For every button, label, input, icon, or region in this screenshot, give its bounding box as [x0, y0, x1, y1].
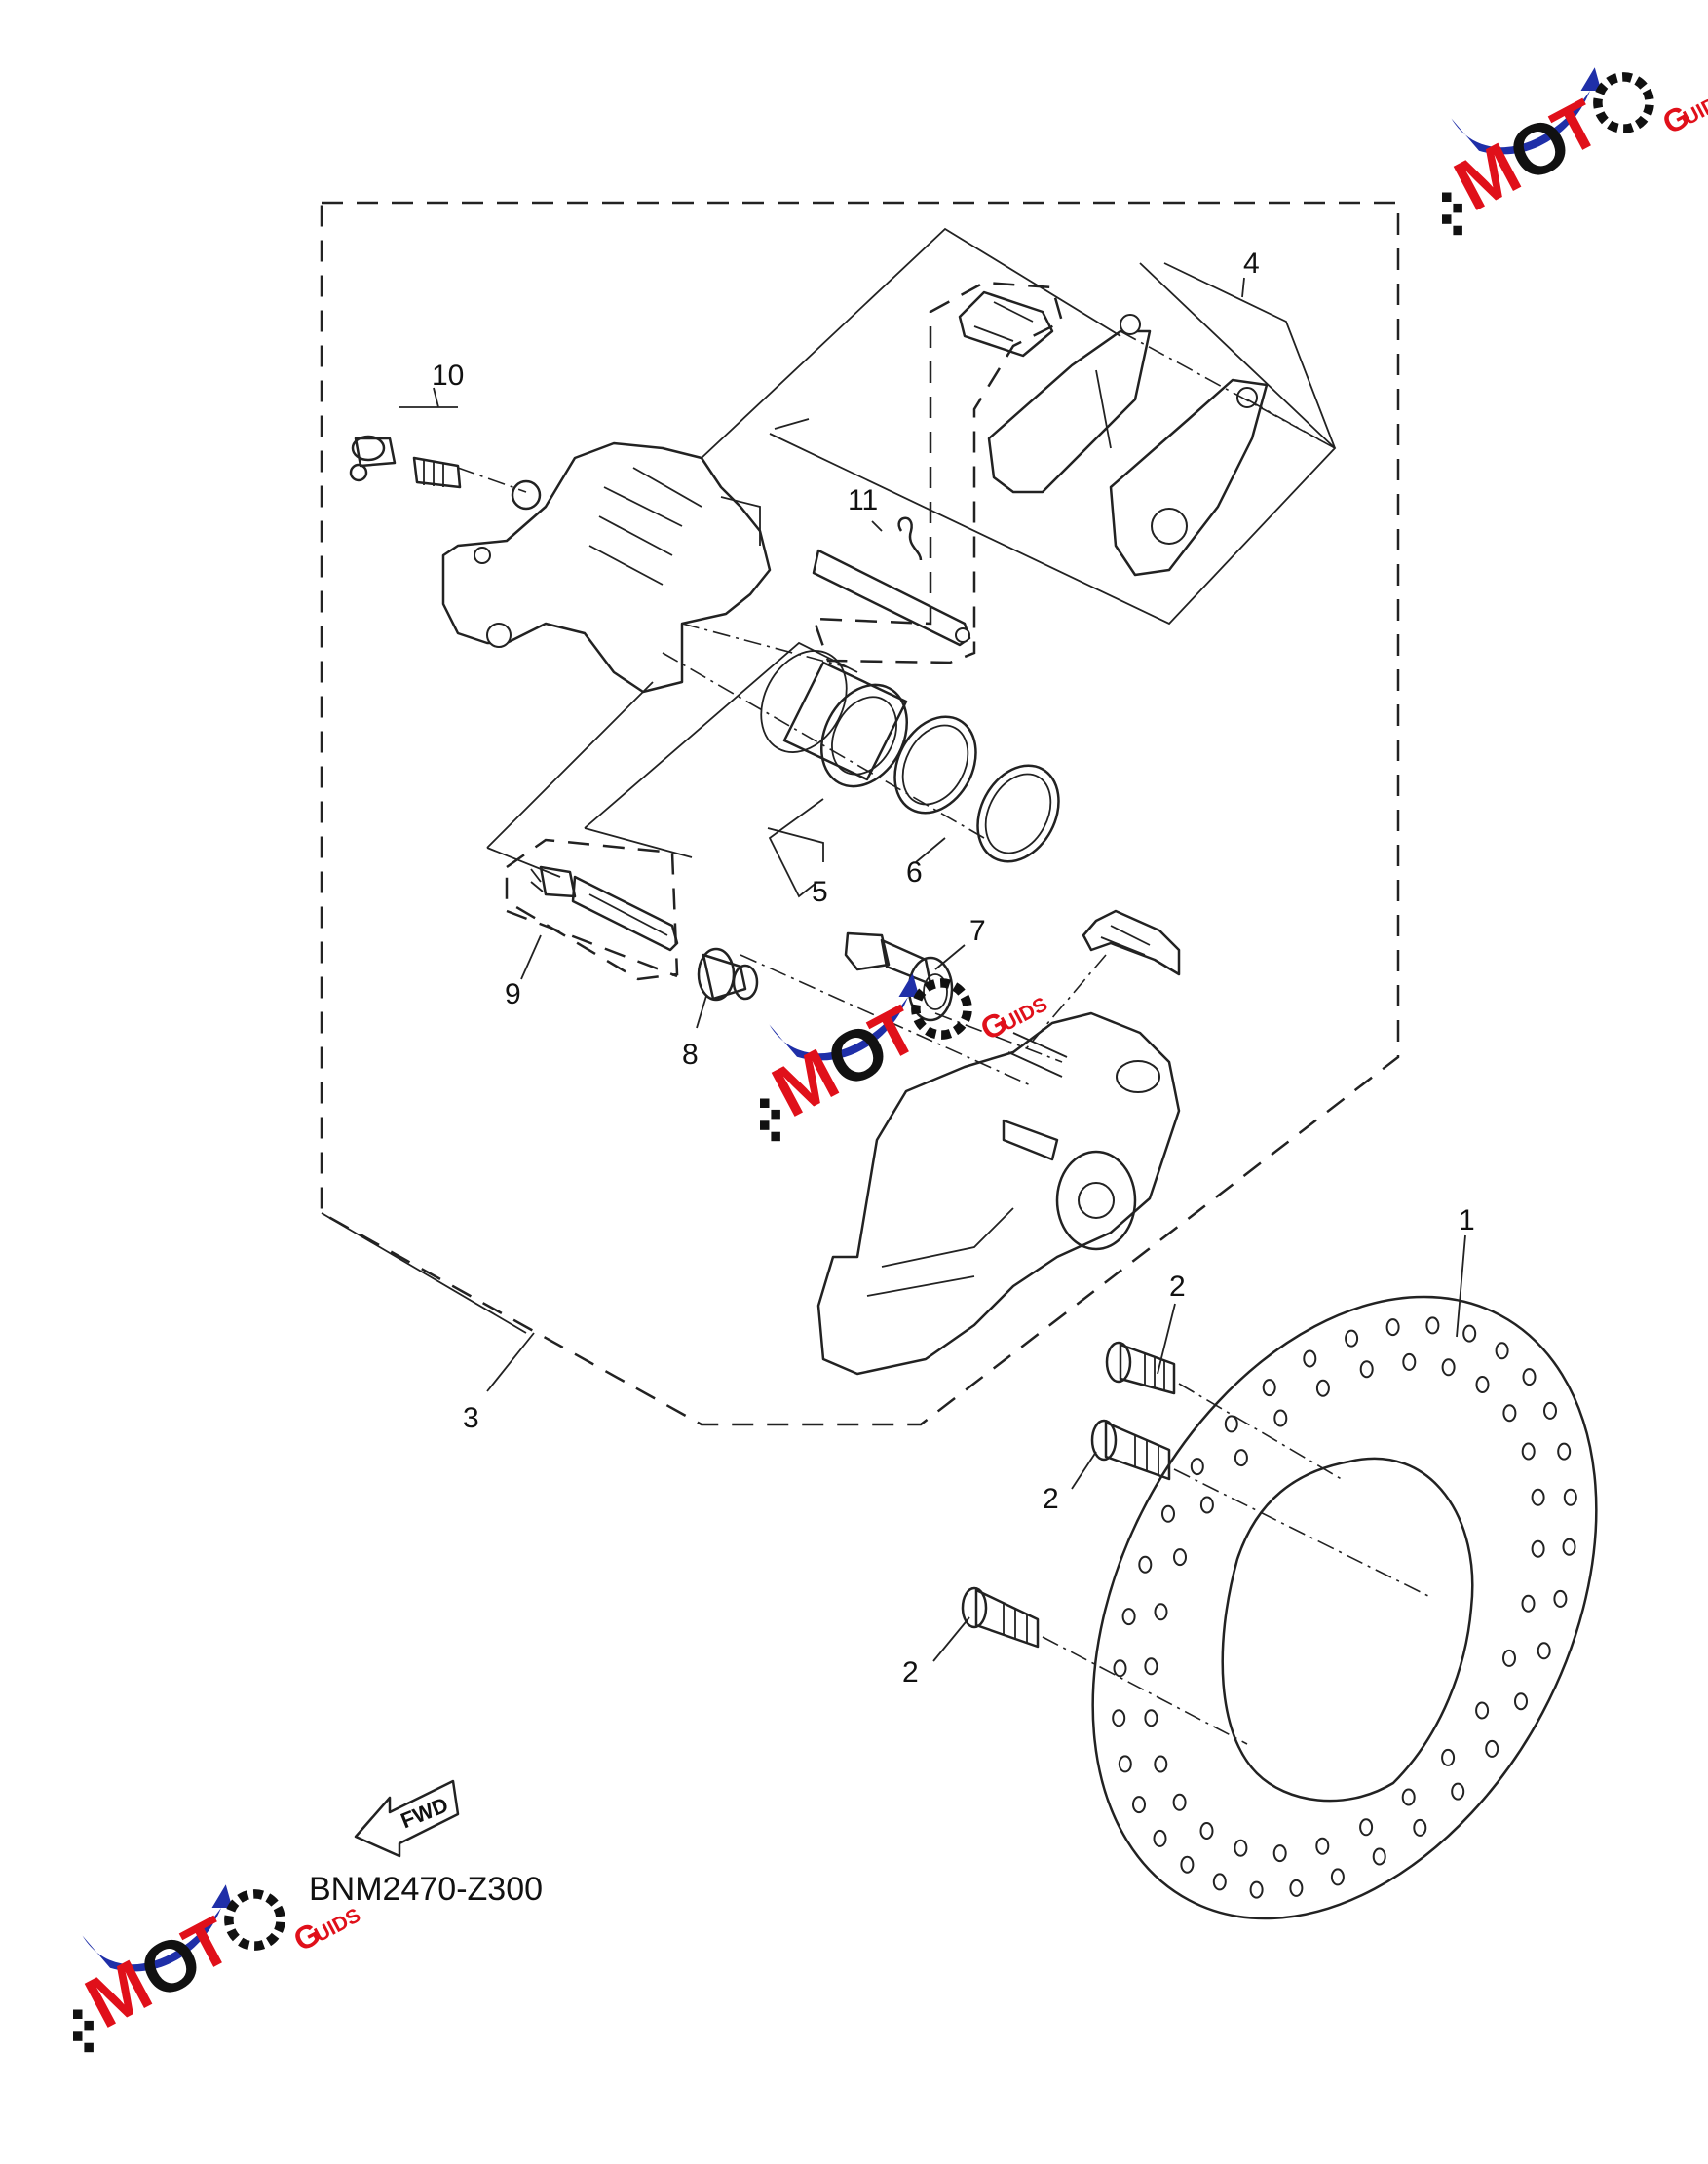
callout-6: 6	[906, 856, 923, 889]
disc-hole	[1190, 1458, 1204, 1476]
callout-2-middle: 2	[1043, 1483, 1059, 1515]
disc-hole	[1138, 1555, 1153, 1574]
disc-hole	[1113, 1659, 1127, 1678]
disc-hole	[1475, 1376, 1490, 1393]
disc-hole	[1537, 1642, 1551, 1660]
disc-hole	[1199, 1496, 1214, 1514]
pin-boot	[697, 947, 759, 1002]
disc-hole	[1121, 1608, 1136, 1626]
disc-hole	[1521, 1594, 1536, 1613]
callout-4: 4	[1243, 247, 1260, 280]
disc-hole	[1144, 1657, 1158, 1676]
disc-hole	[1262, 1379, 1276, 1397]
piston-seals	[893, 715, 1060, 863]
brake-disc	[1091, 1295, 1598, 1920]
disc-hole	[1172, 1793, 1187, 1811]
caliper-assembly-boundary	[320, 201, 1400, 1426]
disc-hole	[1553, 1589, 1568, 1608]
disc-hole	[1180, 1855, 1195, 1874]
disc-hole	[1451, 1782, 1465, 1801]
disc-hole	[1441, 1358, 1456, 1377]
brake-pads	[987, 314, 1269, 577]
disc-hole	[1249, 1880, 1264, 1899]
disc-hole	[1112, 1709, 1126, 1727]
disc-hole	[1557, 1442, 1572, 1461]
disc-hole	[1413, 1818, 1427, 1837]
part-code: BNM2470-Z300	[309, 1871, 543, 1908]
disc-hole	[1514, 1692, 1528, 1711]
disc-bolt-lower	[961, 1586, 1040, 1649]
disc-hole	[1234, 1839, 1248, 1857]
disc-hole	[1154, 1603, 1168, 1621]
disc-hole	[1522, 1368, 1537, 1386]
disc-hole	[1224, 1415, 1238, 1433]
bracket-spring-clip	[1082, 909, 1181, 976]
disc-hole	[1315, 1837, 1330, 1855]
callout-5: 5	[812, 876, 828, 908]
disc-hole	[1502, 1649, 1516, 1667]
disc-hole	[1401, 1788, 1416, 1806]
callout-9: 9	[505, 978, 521, 1010]
disc-hole	[1425, 1316, 1440, 1335]
disc-hole	[1441, 1748, 1456, 1766]
callout-3: 3	[463, 1402, 479, 1434]
disc-hole	[1372, 1847, 1386, 1866]
disc-hole	[1289, 1879, 1304, 1897]
disc-hole	[1161, 1504, 1175, 1523]
disc-hole	[1562, 1538, 1576, 1556]
disc-hole	[1212, 1873, 1227, 1891]
disc-hole	[1144, 1709, 1158, 1727]
disc-hole	[1330, 1868, 1345, 1886]
disc-hole	[1531, 1539, 1545, 1558]
callout-2-lower: 2	[902, 1656, 919, 1689]
disc-hole	[1132, 1796, 1146, 1814]
disc-hole	[1521, 1442, 1536, 1461]
disc-hole	[1485, 1739, 1499, 1758]
disc-hole	[1531, 1488, 1545, 1506]
disc-hole	[1385, 1318, 1400, 1337]
caliper-body	[441, 441, 772, 694]
disc-hole	[1118, 1755, 1132, 1773]
disc-hole	[1502, 1404, 1517, 1423]
disc-hole	[1272, 1844, 1287, 1863]
disc-hole	[1154, 1755, 1168, 1773]
disc-hole	[1153, 1829, 1167, 1847]
disc-hole	[1315, 1379, 1330, 1397]
callout-7: 7	[969, 915, 986, 947]
disc-hole	[1199, 1822, 1214, 1840]
pad-pin	[812, 516, 971, 647]
callout-1: 1	[1459, 1204, 1475, 1236]
callout-10: 10	[432, 360, 464, 392]
callout-2-upper: 2	[1169, 1271, 1186, 1303]
disc-hole	[1359, 1360, 1374, 1379]
disc-hole	[1303, 1349, 1317, 1368]
disc-bolt-middle	[1090, 1419, 1171, 1481]
disc-bolt-upper	[1105, 1341, 1176, 1395]
disc-hole	[1359, 1818, 1374, 1837]
disc-hole	[1345, 1329, 1359, 1348]
disc-hole	[1495, 1342, 1509, 1360]
disc-hole	[1402, 1352, 1417, 1371]
disc-hole	[1543, 1401, 1557, 1420]
motoguids-logo-top-right	[1442, 23, 1708, 240]
pad-spring	[958, 290, 1054, 358]
motoguids-logo-center	[760, 930, 1052, 1146]
disc-hole	[1173, 1548, 1187, 1567]
disc-hole	[1475, 1701, 1490, 1720]
fwd-label: FWD	[398, 1792, 452, 1833]
bleeder-screw	[349, 435, 542, 511]
disc-hole	[1462, 1324, 1477, 1343]
caliper-bracket	[816, 1011, 1181, 1376]
fwd-arrow-icon: FWD	[354, 1779, 460, 1858]
slide-pin	[530, 865, 679, 952]
callout-8: 8	[682, 1039, 699, 1071]
callout-11: 11	[848, 484, 878, 516]
disc-hole	[1234, 1449, 1248, 1467]
disc-hole	[1563, 1488, 1577, 1506]
disc-hole	[1273, 1409, 1288, 1427]
